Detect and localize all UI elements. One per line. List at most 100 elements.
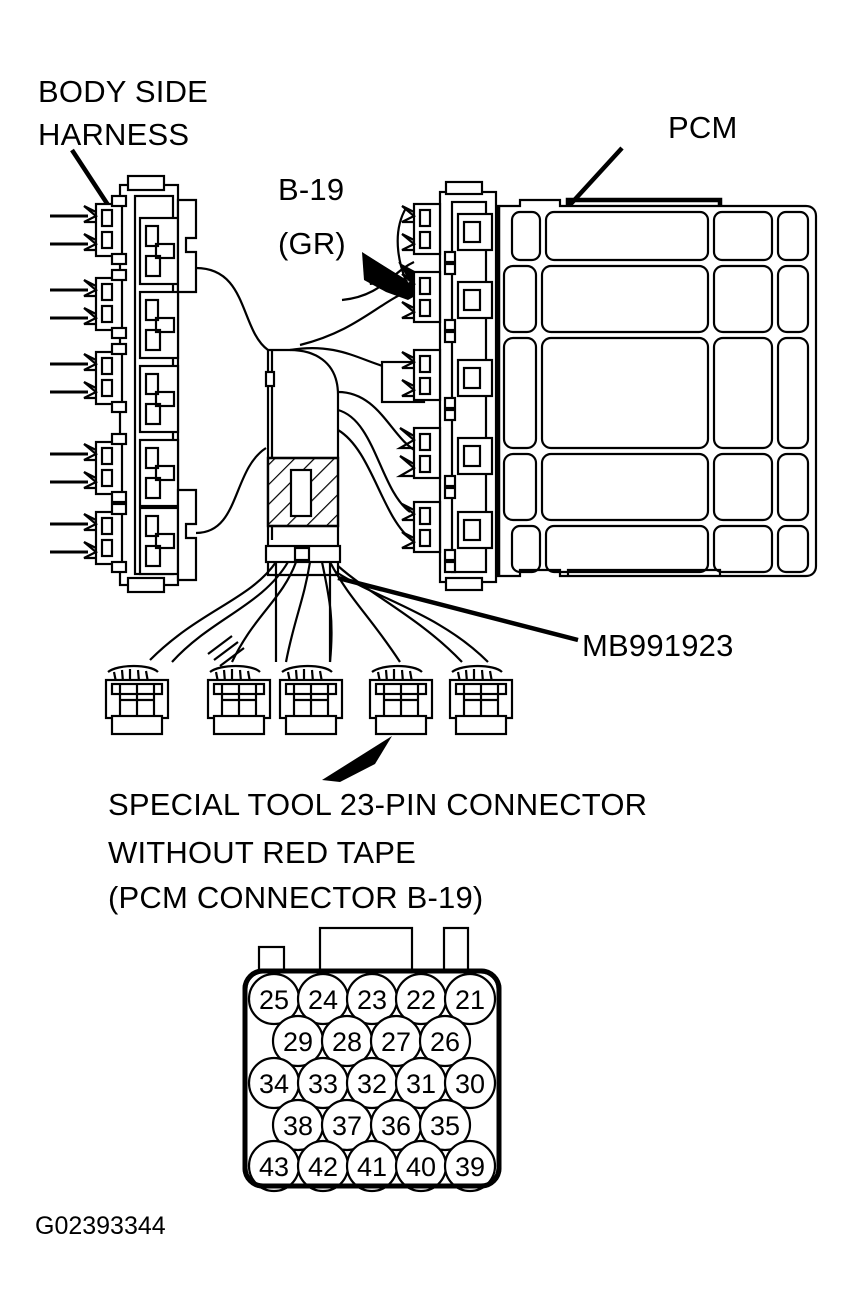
branch-cables <box>149 561 489 667</box>
pin-circle[interactable] <box>418 1098 472 1152</box>
pcm-conn-indicator <box>443 250 457 264</box>
pcm-connector <box>395 180 498 592</box>
tool-hatch-window <box>289 468 313 518</box>
tool-to-pcm-wires <box>289 207 426 541</box>
pcm-cell <box>776 452 810 522</box>
bsh-cavity-key <box>144 328 162 352</box>
pin-circle[interactable] <box>443 1056 497 1110</box>
caption-line-2: WITHOUT RED TAPE <box>108 835 416 870</box>
pin-circle[interactable] <box>443 972 497 1026</box>
pin-label: 25 <box>259 985 289 1015</box>
bsh-cavity-key <box>144 254 162 278</box>
pin-circle[interactable] <box>443 1139 497 1193</box>
bsh-wire-crimp <box>83 381 98 400</box>
label-body-side-harness-line2: HARNESS <box>38 117 189 152</box>
branch-connector-group <box>104 664 514 736</box>
pcm-conn-crimp <box>395 455 416 478</box>
pcm-conn-crimp <box>401 351 416 370</box>
pcm-cell <box>776 264 810 334</box>
pcm-conn-indicator <box>443 262 457 276</box>
label-pcm: PCM <box>668 110 738 145</box>
branch-cable <box>231 561 298 663</box>
bsh-terminal-cap <box>110 252 128 266</box>
bsh-terminal-cap <box>110 502 128 516</box>
pin-label: 29 <box>283 1027 313 1057</box>
pcm-conn-crimp <box>401 301 416 320</box>
pin-label: 37 <box>332 1111 362 1141</box>
pcm-cell <box>502 452 538 522</box>
bsh-wire-crimp <box>83 353 98 372</box>
pcm-conn-terminal <box>412 202 442 256</box>
caption-arrow <box>322 736 392 782</box>
pcm-cell <box>544 210 710 262</box>
bsh-terminal-slot <box>100 378 114 398</box>
pcm-cell <box>776 524 810 574</box>
bsh-cavity-key <box>144 298 160 322</box>
pcm-conn-terminal-slot <box>418 230 432 250</box>
bsh-bottom-nub <box>126 576 166 594</box>
tool-collar-notch <box>264 370 276 388</box>
bsh-terminal-group <box>50 194 128 574</box>
pin-circle[interactable] <box>418 1014 472 1068</box>
pcm-conn-terminal <box>412 348 442 402</box>
pin-label: 22 <box>406 985 436 1015</box>
bsh-terminal-cap <box>110 194 128 208</box>
bsh-top-nub <box>126 174 166 192</box>
branch-connector-strands <box>376 669 414 683</box>
bsh-terminal-cap <box>110 432 128 446</box>
tool-cable <box>195 447 267 535</box>
pcm-conn-terminal-slot <box>418 354 432 374</box>
pin-label: 38 <box>283 1111 313 1141</box>
pcm-conn-terminal-slot <box>418 454 432 474</box>
pcm-module-shell <box>496 198 818 578</box>
pcm-conn-terminal-slot <box>418 528 432 548</box>
pcm-module <box>495 197 818 578</box>
bsh-wire-crimp <box>83 205 98 224</box>
pinout-row: 29 28 27 26 <box>271 1014 472 1068</box>
pcm-conn-cavity-slot <box>462 288 482 312</box>
pcm-conn-cavity-slot <box>462 366 482 390</box>
pcm-cell <box>712 336 774 450</box>
branch-connector-boot <box>451 664 503 673</box>
pcm-conn-terminal-slot <box>418 506 432 526</box>
branch-cable <box>337 565 463 663</box>
pin-label: 42 <box>308 1152 338 1182</box>
bsh-wire-crimp <box>83 307 98 326</box>
branch-cable <box>335 571 489 663</box>
bsh-terminal-cap <box>110 268 128 282</box>
pcm-conn-indicator <box>443 408 457 422</box>
pin-label: 28 <box>332 1027 362 1057</box>
pcm-conn-indicator <box>443 474 457 488</box>
pcm-cell <box>540 264 710 334</box>
label-connector-color-code: (GR) <box>278 226 346 261</box>
pin-label: 35 <box>430 1111 460 1141</box>
label-body-side-harness-line1: BODY SIDE <box>38 74 208 109</box>
branch-connector-strands <box>286 669 324 683</box>
branch-cable-trunk <box>274 562 332 662</box>
bsh-terminal-slot <box>100 538 114 558</box>
bsh-terminal-slot <box>100 208 114 228</box>
label-connector-code: B-19 <box>278 172 344 207</box>
branch-connector-strands <box>214 669 252 683</box>
body-side-harness-connector <box>50 174 198 594</box>
branch-cable <box>329 561 401 663</box>
leader-body-side-harness <box>70 148 112 210</box>
bsh-terminal-cap <box>110 400 128 414</box>
branch-connector <box>206 664 272 736</box>
pcm-wire <box>337 408 411 513</box>
pin-label: 23 <box>357 985 387 1015</box>
figure-number: G02393344 <box>35 1212 166 1240</box>
branch-connector-strands <box>456 669 494 683</box>
pcm-wire <box>337 429 413 541</box>
branch-connector-base <box>454 714 508 736</box>
bsh-cavity-key <box>154 464 176 482</box>
pinout-connector-face: 25 24 23 22 21 29 28 27 26 34 33 <box>242 926 502 1193</box>
pcm-conn-crimp <box>395 427 416 450</box>
pcm-conn-terminal-slot <box>418 276 432 296</box>
pcm-conn-indicator <box>443 396 457 410</box>
pcm-conn-crimp <box>401 273 416 292</box>
bsh-cavity-key <box>144 476 162 500</box>
pin-label: 34 <box>259 1069 289 1099</box>
pin-label: 40 <box>406 1152 436 1182</box>
pin-label: 26 <box>430 1027 460 1057</box>
